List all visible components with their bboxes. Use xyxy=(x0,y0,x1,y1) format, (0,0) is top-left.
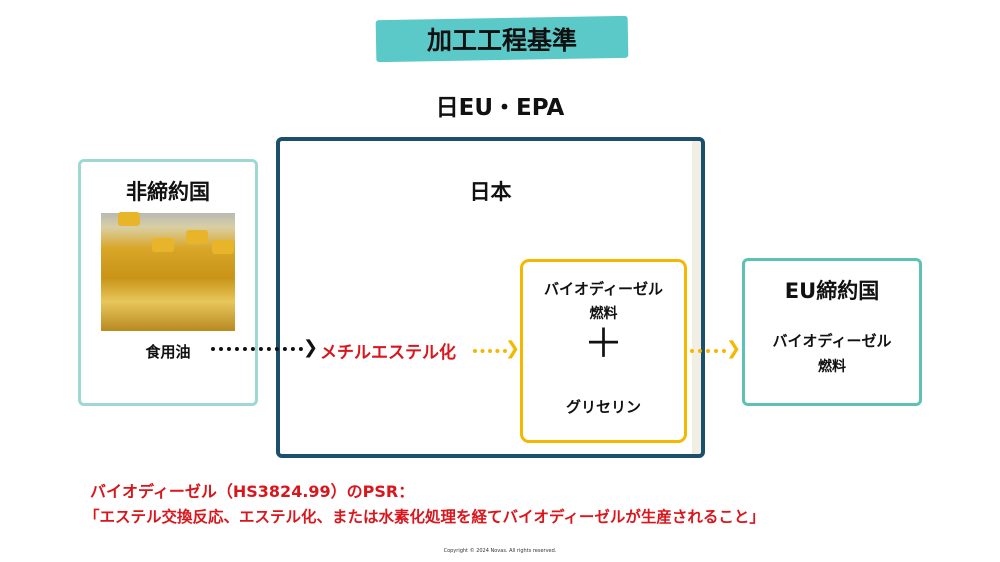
japan-title: 日本 xyxy=(469,180,512,204)
page-title: 加工工程基準 xyxy=(426,26,577,55)
bottle-cap xyxy=(152,238,174,252)
non-party-title: 非締約国 xyxy=(126,180,210,204)
agreement-title: 日EU・EPA xyxy=(435,95,565,121)
product-box xyxy=(520,259,687,443)
cooking-oil-label: 食用油 xyxy=(145,343,191,361)
psr-rule: 「エステル交換反応、エステル化、または水素化処理を経てバイオディーゼルが生産され… xyxy=(84,508,765,526)
psr-heading: バイオディーゼル（HS3824.99）のPSR： xyxy=(90,482,415,501)
cooking-oil-photo xyxy=(101,213,235,331)
japan-box xyxy=(276,137,705,458)
yellow-dotted-arrow xyxy=(473,349,507,353)
eu-party-box xyxy=(742,258,922,406)
bottle-cap xyxy=(212,240,234,254)
non-party-box xyxy=(78,159,258,406)
arrow-head-icon: ❯ xyxy=(505,338,521,359)
plus-icon: ＋ xyxy=(583,321,624,367)
eu-product-name-2: 燃料 xyxy=(818,359,846,375)
product-name-2: 燃料 xyxy=(589,306,618,322)
byproduct-name: グリセリン xyxy=(565,398,641,416)
eu-party-title: EU締約国 xyxy=(784,279,880,303)
dotted-arrow-line xyxy=(211,347,303,351)
arrow-head-icon: ❯ xyxy=(303,337,319,358)
arrow-head-icon: ❯ xyxy=(726,338,742,359)
product-name: バイオディーゼル xyxy=(544,280,663,298)
yellow-dotted-arrow xyxy=(690,349,726,353)
bottle-cap xyxy=(186,230,208,244)
process-label: メチルエステル化 xyxy=(320,343,456,363)
eu-product-name: バイオディーゼル xyxy=(772,332,892,350)
copyright: Copyright © 2024 Novas. All rights reser… xyxy=(443,548,557,554)
bottle-cap xyxy=(118,212,140,226)
